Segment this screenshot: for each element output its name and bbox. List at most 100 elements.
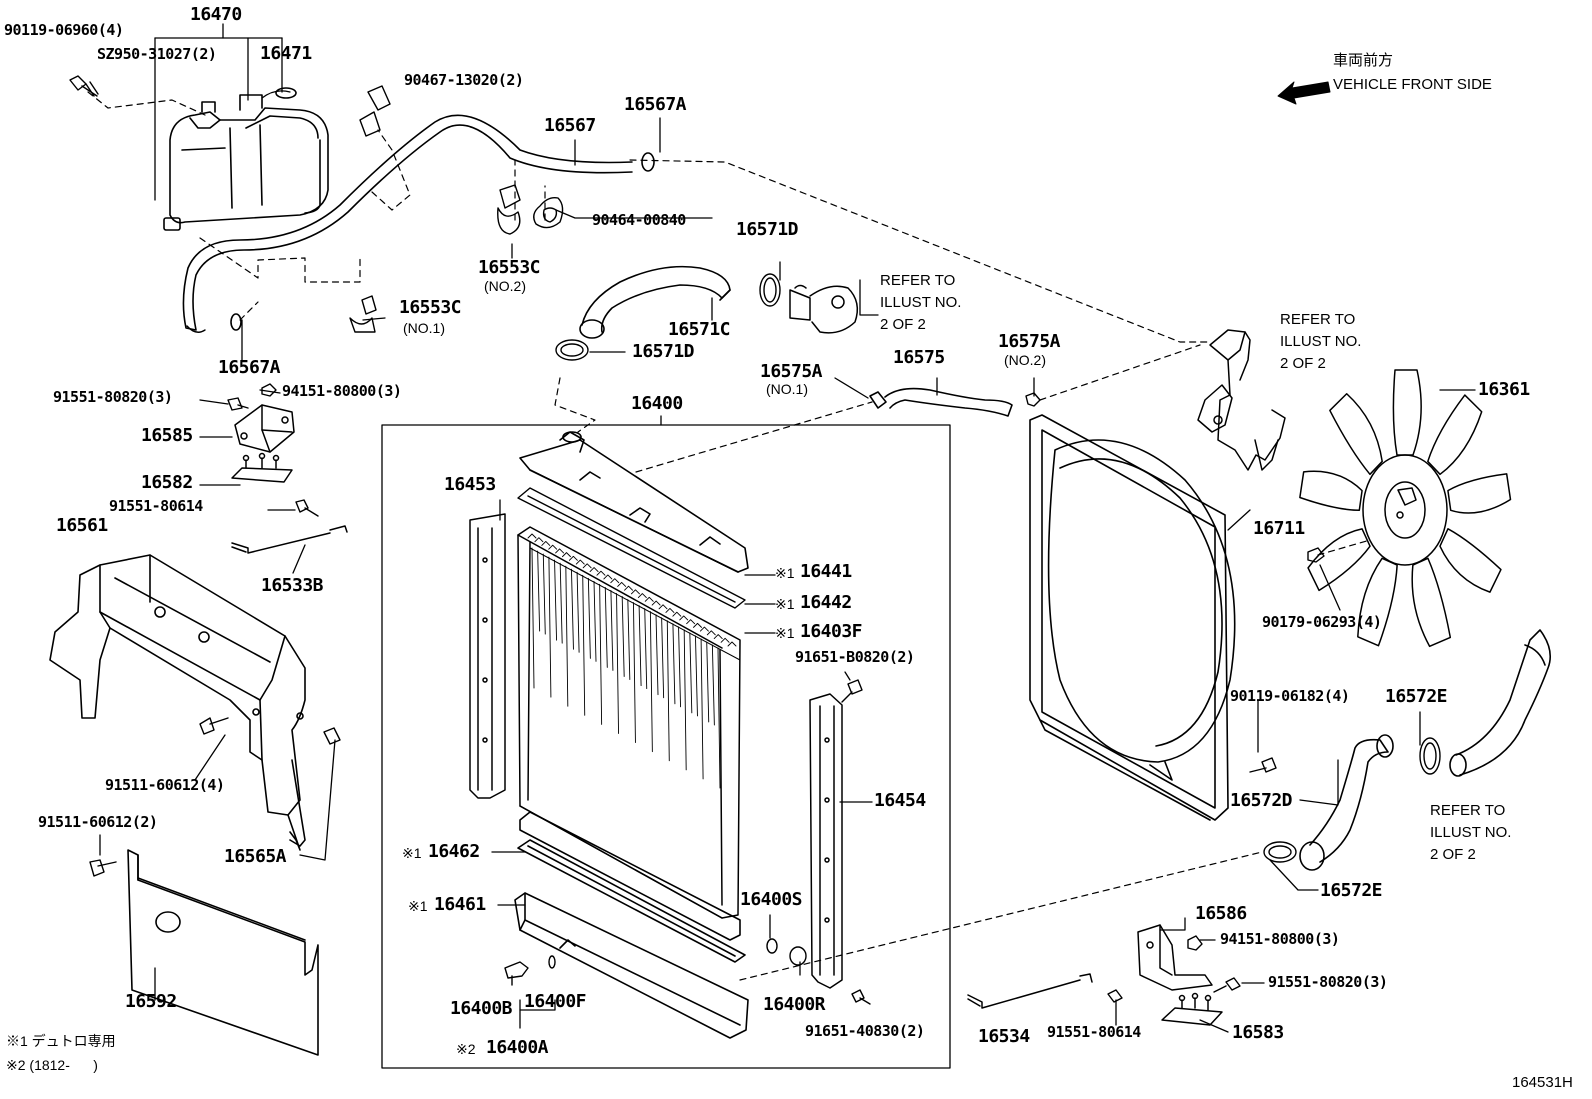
part-16592-label: 16592 — [125, 991, 177, 1012]
vehicle-front-arrow-icon — [1277, 81, 1331, 105]
part-16583-label: 16583 — [1232, 1022, 1284, 1043]
part-16400S-label: 16400S — [740, 889, 803, 910]
radiator-top-tank — [519, 431, 749, 573]
part-16470-label: 16470 — [190, 4, 242, 25]
part-16471-label: 16471 — [260, 43, 312, 64]
part-94151-80800-left-label: 94151-80800(3) — [282, 382, 402, 400]
fan-shroud-16711 — [1029, 414, 1236, 821]
part-16400F-label: 16400F — [524, 991, 587, 1012]
part-16453-label: 16453 — [444, 474, 496, 495]
part-16571D-bottom-label: 16571D — [632, 341, 695, 362]
part-16534-label: 16534 — [978, 1026, 1030, 1047]
part-90464-00840-label: 90464-00840 — [592, 211, 686, 229]
part-16441-label: 16441 — [800, 561, 852, 582]
gasket-upper — [517, 487, 746, 609]
part-16565A-label: 16565A — [224, 846, 287, 867]
part-91551-80820-left-label: 91551-80820(3) — [53, 388, 173, 406]
bolt-91551-80820-left — [227, 397, 249, 411]
part-90179-06293-label: 90179-06293(4) — [1262, 613, 1382, 631]
radiator-core — [517, 526, 741, 919]
bolts-91511-60612 — [89, 717, 341, 877]
part-16454-label: 16454 — [874, 790, 926, 811]
bolt-90119-06960 — [69, 75, 99, 97]
bolt-91551-80614-left — [295, 499, 319, 517]
plate-16582 — [231, 452, 293, 483]
part-16572E-top-label: 16572E — [1385, 686, 1448, 707]
plate-16583 — [1161, 992, 1223, 1026]
part-91511-60612-4-label: 91511-60612(4) — [105, 776, 225, 794]
part-91551-80614-left-label: 91551-80614 — [109, 497, 203, 515]
part-16553C-no2-label: 16553C — [478, 257, 541, 278]
part-91651-B0820-label: 91651-B0820(2) — [795, 648, 915, 666]
part-16533B-label: 16533B — [261, 575, 324, 596]
fan-hub — [1362, 454, 1448, 566]
part-94151-80800-right-label: 94151-80800(3) — [1220, 930, 1340, 948]
part-16442-label: 16442 — [800, 592, 852, 613]
rod-16534 — [967, 973, 1093, 1009]
part-16582-label: 16582 — [141, 472, 193, 493]
bracket-16585 — [234, 404, 295, 453]
part-16553C-no1-label: 16553C — [399, 297, 462, 318]
part-16400A-label: 16400A — [486, 1037, 549, 1058]
part-16575A-no2-sub: (NO.2) — [1004, 352, 1046, 368]
vehicle-front-jp: 車両前方 — [1333, 52, 1394, 69]
part-16553C-no2-sub: (NO.2) — [484, 278, 526, 294]
dashed-leaders — [87, 91, 1371, 981]
part-16461-label: 16461 — [434, 894, 486, 915]
refer-note-neck: REFER TO ILLUST NO. 2 OF 2 — [1280, 311, 1362, 372]
bolt-91551-80614-right — [1107, 989, 1123, 1003]
reservoir-tank — [163, 87, 329, 231]
part-SZ950-31027-label: SZ950-31027(2) — [97, 45, 217, 63]
clip-90464-00840 — [533, 196, 564, 229]
part-16400R-label: 16400R — [763, 994, 826, 1015]
part-16571D-top-label: 16571D — [736, 219, 799, 240]
side-member-16453 — [469, 513, 506, 799]
mark-16461: ※1 — [408, 898, 428, 914]
part-91651-40830-label: 91651-40830(2) — [805, 1022, 925, 1040]
part-16586-label: 16586 — [1195, 903, 1247, 924]
hose-clamps-16571D — [555, 273, 781, 361]
nut-94151-80800-right — [1187, 935, 1203, 951]
part-16575-label: 16575 — [893, 347, 945, 368]
footnote-2: ※2 (1812- ) — [6, 1057, 98, 1073]
part-16561-label: 16561 — [56, 515, 108, 536]
refer-note-outlet: REFER TO ILLUST NO. 2 OF 2 — [880, 272, 962, 333]
part-16462-label: 16462 — [428, 841, 480, 862]
part-91511-60612-2-label: 91511-60612(2) — [38, 813, 158, 831]
part-16585-label: 16585 — [141, 425, 193, 446]
lower-hose-16572D — [1299, 734, 1394, 871]
panel-16592 — [127, 849, 319, 1056]
rod-16533B — [231, 525, 348, 554]
part-91551-80820-right-label: 91551-80820(3) — [1268, 973, 1388, 991]
illustration-id: 164531H — [1512, 1074, 1573, 1091]
radiator-lower-tank — [514, 811, 749, 1039]
mark-16462: ※1 — [402, 845, 422, 861]
part-16403F-label: 16403F — [800, 621, 863, 642]
part-16571C-label: 16571C — [668, 319, 731, 340]
part-16400-label: 16400 — [631, 393, 683, 414]
side-member-16454 — [809, 693, 843, 989]
part-90119-06182-label: 90119-06182(4) — [1230, 687, 1350, 705]
nut-16575A-no2 — [1025, 392, 1041, 407]
part-90467-13020-label: 90467-13020(2) — [404, 71, 524, 89]
part-16553C-no1-sub: (NO.1) — [403, 320, 445, 336]
bolts-radiator — [504, 679, 871, 1005]
bracket-16586 — [1137, 924, 1213, 991]
shroud-16561 — [49, 554, 306, 851]
overflow-hose — [182, 114, 655, 333]
mark-16441: ※1 — [775, 565, 795, 581]
bolt-90119-06182 — [1249, 757, 1277, 773]
part-16567A-top-label: 16567A — [624, 94, 687, 115]
mark-16403F: ※1 — [775, 625, 795, 641]
upper-hose-16571C — [579, 265, 731, 339]
refer-note-lower-hose: REFER TO ILLUST NO. 2 OF 2 — [1430, 802, 1512, 863]
bolt-91551-80820-right — [1213, 977, 1241, 993]
part-16567-label: 16567 — [544, 115, 596, 136]
water-outlet — [789, 284, 859, 334]
part-16572D-label: 16572D — [1230, 790, 1293, 811]
hose-clamps-16572E — [1263, 737, 1441, 863]
part-16575A-no1-sub: (NO.1) — [766, 381, 808, 397]
nut-90179 — [1307, 547, 1325, 563]
